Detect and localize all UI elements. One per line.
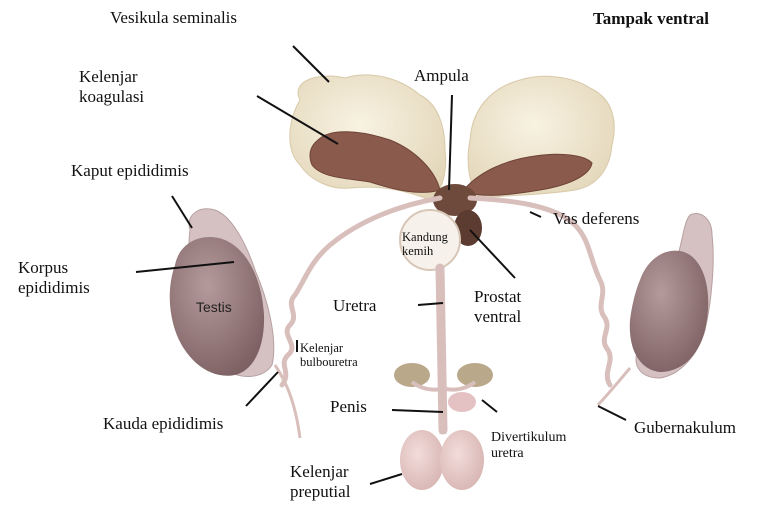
leader-vas bbox=[530, 212, 541, 217]
label-vas-deferens: Vas deferens bbox=[553, 209, 639, 229]
label-uretra: Uretra bbox=[333, 296, 376, 316]
leader-gubernakulum bbox=[598, 406, 626, 420]
leader-divertikulum bbox=[482, 400, 497, 412]
preputial-gland-left bbox=[400, 430, 444, 490]
urethra bbox=[440, 268, 443, 430]
leader-prostat bbox=[470, 230, 515, 278]
label-vesikula-seminalis: Vesikula seminalis bbox=[110, 8, 237, 28]
leader-kauda bbox=[246, 372, 278, 406]
label-kauda-epididimis: Kauda epididimis bbox=[103, 414, 223, 434]
label-testis: Testis bbox=[196, 299, 232, 316]
leader-kaput bbox=[172, 196, 192, 228]
leader-ampula bbox=[449, 95, 452, 190]
leader-vesikula bbox=[293, 46, 329, 82]
label-kaput-epididimis: Kaput epididimis bbox=[71, 161, 189, 181]
label-gubernakulum: Gubernakulum bbox=[634, 418, 736, 438]
view-title: Tampak ventral bbox=[593, 9, 709, 29]
gubernaculum-right bbox=[598, 368, 630, 405]
leader-penis bbox=[392, 410, 443, 412]
testis-right bbox=[630, 251, 708, 372]
label-penis: Penis bbox=[330, 397, 367, 417]
preputial-gland-right bbox=[440, 430, 484, 490]
leader-preputial bbox=[370, 474, 402, 484]
urethral-diverticulum bbox=[448, 392, 476, 412]
label-ampula: Ampula bbox=[414, 66, 469, 86]
